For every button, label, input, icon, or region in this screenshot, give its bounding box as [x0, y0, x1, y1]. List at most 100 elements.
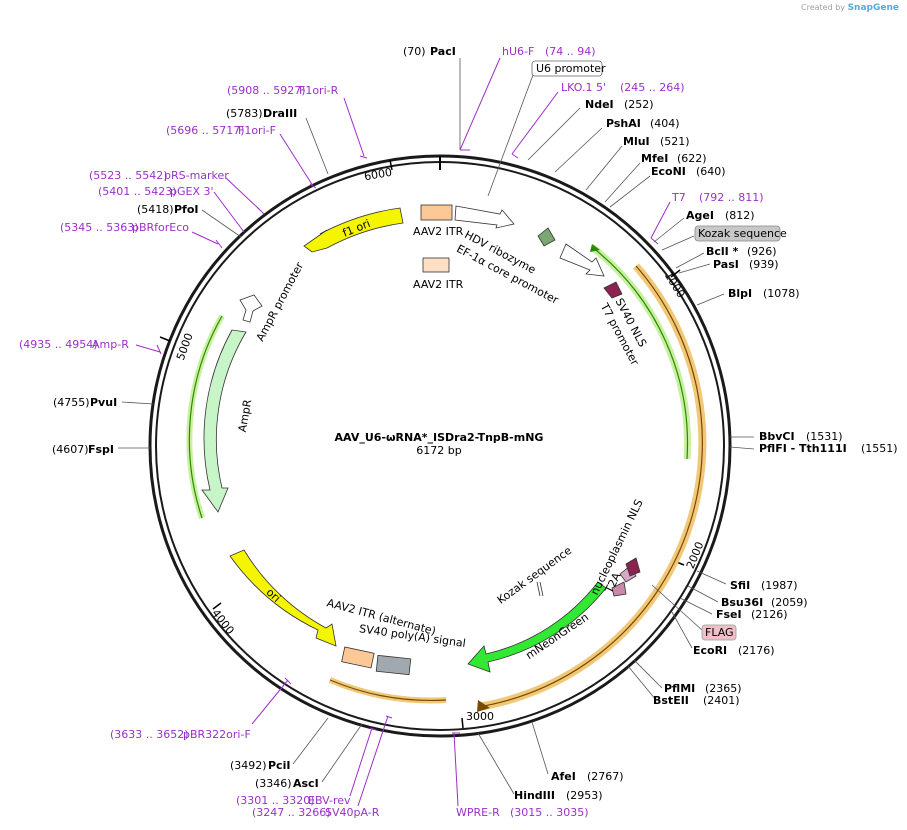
- aav2-itr-alternate: [341, 646, 375, 669]
- mark-sv40par: [385, 715, 393, 719]
- ebvrev-label[interactable]: EBV-rev: [308, 794, 351, 807]
- pbrforeco-label[interactable]: pBRforEco: [132, 221, 189, 234]
- blpi-label[interactable]: BlpI: [728, 287, 752, 300]
- aav2-itr-second: [422, 257, 450, 273]
- lead-ebvrev: [349, 727, 373, 797]
- snapgene-logo: SnapGene: [847, 3, 899, 13]
- hindiii-label[interactable]: HindIII: [514, 789, 555, 802]
- ebvrev-pos: (3301 .. 3320): [236, 794, 315, 807]
- ampr-promoter-label: AmpR promoter: [254, 260, 307, 344]
- ef1a-core-promoter-arrow: [559, 243, 605, 277]
- pflmi-label[interactable]: PflMI: [664, 682, 695, 695]
- lead-pasi: [678, 263, 711, 274]
- mlui-label[interactable]: MluI: [623, 135, 650, 148]
- sfii-pos: (1987): [761, 579, 798, 592]
- bsu36i-label[interactable]: Bsu36I: [721, 596, 763, 609]
- leader-lines: [118, 57, 755, 807]
- blpi-pos: (1078): [763, 287, 800, 300]
- aav2-itr-top: [420, 204, 453, 221]
- enzyme-labels: (70) PacI NdeI (252) PshAI (404) MluI (5…: [52, 45, 898, 802]
- plasmid-length: 6172 bp: [416, 444, 461, 457]
- bsteii-label[interactable]: BstEII: [653, 694, 689, 707]
- draiii-label[interactable]: DraIII: [263, 107, 297, 120]
- tick-5000: [159, 336, 171, 342]
- mark-ampr: [156, 344, 162, 355]
- mark-ebvrev: [369, 727, 377, 731]
- tick-label-6000: 6000: [363, 166, 393, 184]
- agei-label[interactable]: AgeI: [686, 209, 714, 222]
- f1orif-label[interactable]: F1ori-F: [238, 124, 276, 137]
- lead-pcii: [292, 717, 329, 765]
- sv40-nls-marker: [603, 281, 623, 299]
- t7-primer-label[interactable]: T7: [671, 191, 686, 204]
- pflfi-label[interactable]: PflFI - Tth111I: [759, 442, 847, 455]
- hu6f-label[interactable]: hU6-F: [502, 45, 534, 58]
- lead-wprer: [453, 732, 459, 807]
- sv40par-label[interactable]: SV40pA-R: [325, 806, 380, 819]
- pvui-label[interactable]: PvuI: [90, 396, 117, 409]
- econi-pos: (640): [696, 165, 726, 178]
- hu6f-pos: (74 .. 94): [545, 45, 596, 58]
- lko-pos: (245 .. 264): [620, 81, 685, 94]
- tnpb-arrowhead: [590, 244, 600, 252]
- sfii-label[interactable]: SfiI: [730, 579, 750, 592]
- fsei-pos: (2126): [751, 608, 788, 621]
- aav2-itr-second-label: AAV2 ITR: [413, 278, 464, 291]
- lead-hu6f: [459, 57, 501, 151]
- afei-label[interactable]: AfeI: [551, 770, 576, 783]
- bbvci-label[interactable]: BbvCI: [759, 430, 795, 443]
- flag-box-label: FLAG: [705, 626, 734, 639]
- lead-kozak: [661, 235, 695, 251]
- ecori-pos: (2176): [738, 644, 775, 657]
- flag-box[interactable]: [701, 624, 737, 641]
- primer-labels: hU6-F (74 .. 94) LKO.1 5' (245 .. 264) T…: [19, 45, 764, 819]
- lead-ndei: [527, 107, 581, 161]
- kozak-inner-mark-2: [539, 581, 544, 597]
- bcli-label[interactable]: BclI *: [706, 245, 739, 258]
- t7-primer-pos: (792 .. 811): [699, 191, 764, 204]
- prs-label[interactable]: pRS-marker: [164, 169, 229, 182]
- f1orir-pos: (5908 .. 5927): [227, 84, 306, 97]
- mfei-pos: (622): [677, 152, 707, 165]
- asci-label[interactable]: AscI: [293, 777, 319, 790]
- mfei-label[interactable]: MfeI: [641, 152, 668, 165]
- lead-pflmi: [633, 659, 663, 689]
- plasmid-name: AAV_U6-ωRNA*_ISDra2-TnpB-mNG: [335, 431, 544, 444]
- hindiii-pos: (2953): [566, 789, 603, 802]
- mark-f1orir: [359, 155, 368, 159]
- ecori-label[interactable]: EcoRI: [693, 644, 727, 657]
- pcii-label[interactable]: PciI: [268, 759, 290, 772]
- wprer-label[interactable]: WPRE-R: [456, 806, 500, 819]
- ndei-label[interactable]: NdeI: [585, 98, 614, 111]
- fspi-label[interactable]: FspI: [88, 443, 114, 456]
- nucleoplasmin-nls-marker: [625, 557, 641, 577]
- pbr322-label[interactable]: pBR322ori-F: [183, 728, 251, 741]
- pasi-label[interactable]: PasI: [713, 258, 739, 271]
- mark-pbr322: [284, 677, 292, 685]
- pshai-label[interactable]: PshAI: [606, 117, 641, 130]
- lead-mlui: [585, 145, 623, 191]
- ori-arrow: [229, 549, 337, 647]
- lead-blpi: [696, 293, 725, 306]
- tnpb-green-line: [591, 246, 689, 460]
- lead-pshai: [554, 127, 603, 173]
- f1orir-label[interactable]: F1ori-R: [299, 84, 339, 97]
- pgex-label[interactable]: pGEX 3': [170, 185, 214, 198]
- lko-label[interactable]: LKO.1 5': [561, 81, 606, 94]
- sv40-polya-box: [375, 654, 412, 676]
- kozak-sequence-box[interactable]: [694, 225, 781, 242]
- econi-label[interactable]: EcoNI: [651, 165, 686, 178]
- u6-promoter-box[interactable]: [531, 60, 603, 77]
- kozak-sequence-box-label: Kozak sequence: [698, 227, 787, 240]
- lead-prs: [225, 177, 261, 211]
- prs-pos: (5523 .. 5542): [89, 169, 168, 182]
- pshai-pos: (404): [650, 117, 680, 130]
- f1-ori-arrow: [303, 207, 404, 253]
- paci-label[interactable]: PacI: [430, 45, 456, 58]
- fsei-label[interactable]: FseI: [716, 608, 742, 621]
- pfoi-label[interactable]: PfoI: [174, 203, 199, 216]
- lead-hindiii: [477, 732, 515, 795]
- lead-pbrforeco: [191, 231, 219, 245]
- ampr-primer-label[interactable]: Amp-R: [92, 338, 129, 351]
- asci-pos: (3346): [255, 777, 292, 790]
